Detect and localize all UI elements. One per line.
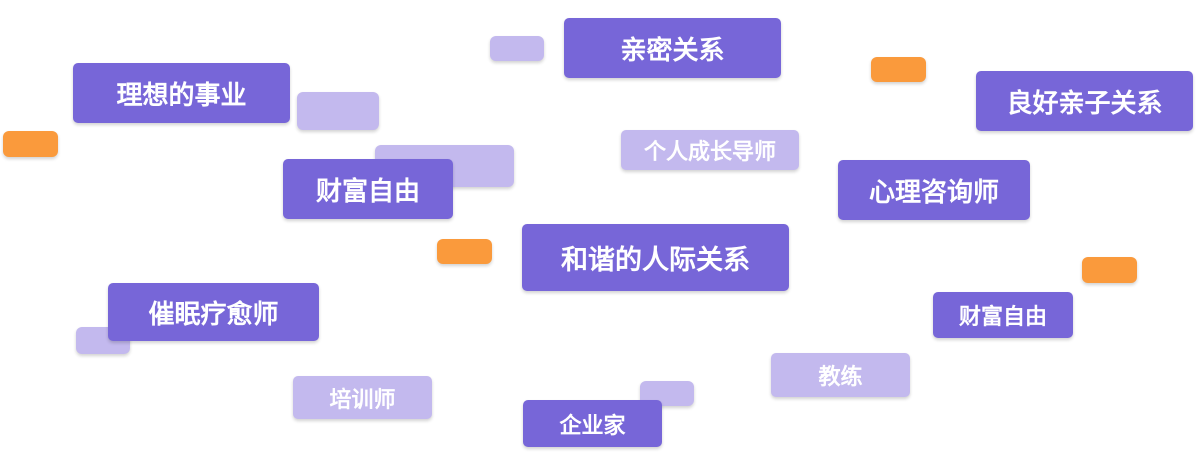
tag-trainer: 培训师: [293, 376, 432, 419]
tag-intimate-relationship: 亲密关系: [564, 18, 781, 78]
tag-growth-mentor: 个人成长导师: [621, 130, 799, 170]
decor-chip-orange: [3, 131, 58, 157]
tag-ideal-career: 理想的事业: [73, 63, 290, 123]
decor-chip-light: [490, 36, 544, 61]
decor-chip-orange: [437, 239, 492, 264]
decor-chip-orange: [1082, 257, 1137, 283]
tag-entrepreneur: 企业家: [523, 400, 662, 447]
tag-coach: 教练: [771, 353, 910, 397]
tag-harmonious-relations: 和谐的人际关系: [522, 224, 789, 291]
tag-wealth-freedom-main: 财富自由: [283, 159, 453, 219]
tag-psych-counselor: 心理咨询师: [838, 160, 1030, 220]
tag-hypnotherapist: 催眠疗愈师: [108, 283, 319, 341]
tag-good-parent-child: 良好亲子关系: [976, 71, 1193, 131]
decor-chip-light: [297, 92, 379, 130]
decor-chip-orange: [871, 57, 926, 82]
tag-wealth-freedom-small: 财富自由: [933, 292, 1073, 338]
